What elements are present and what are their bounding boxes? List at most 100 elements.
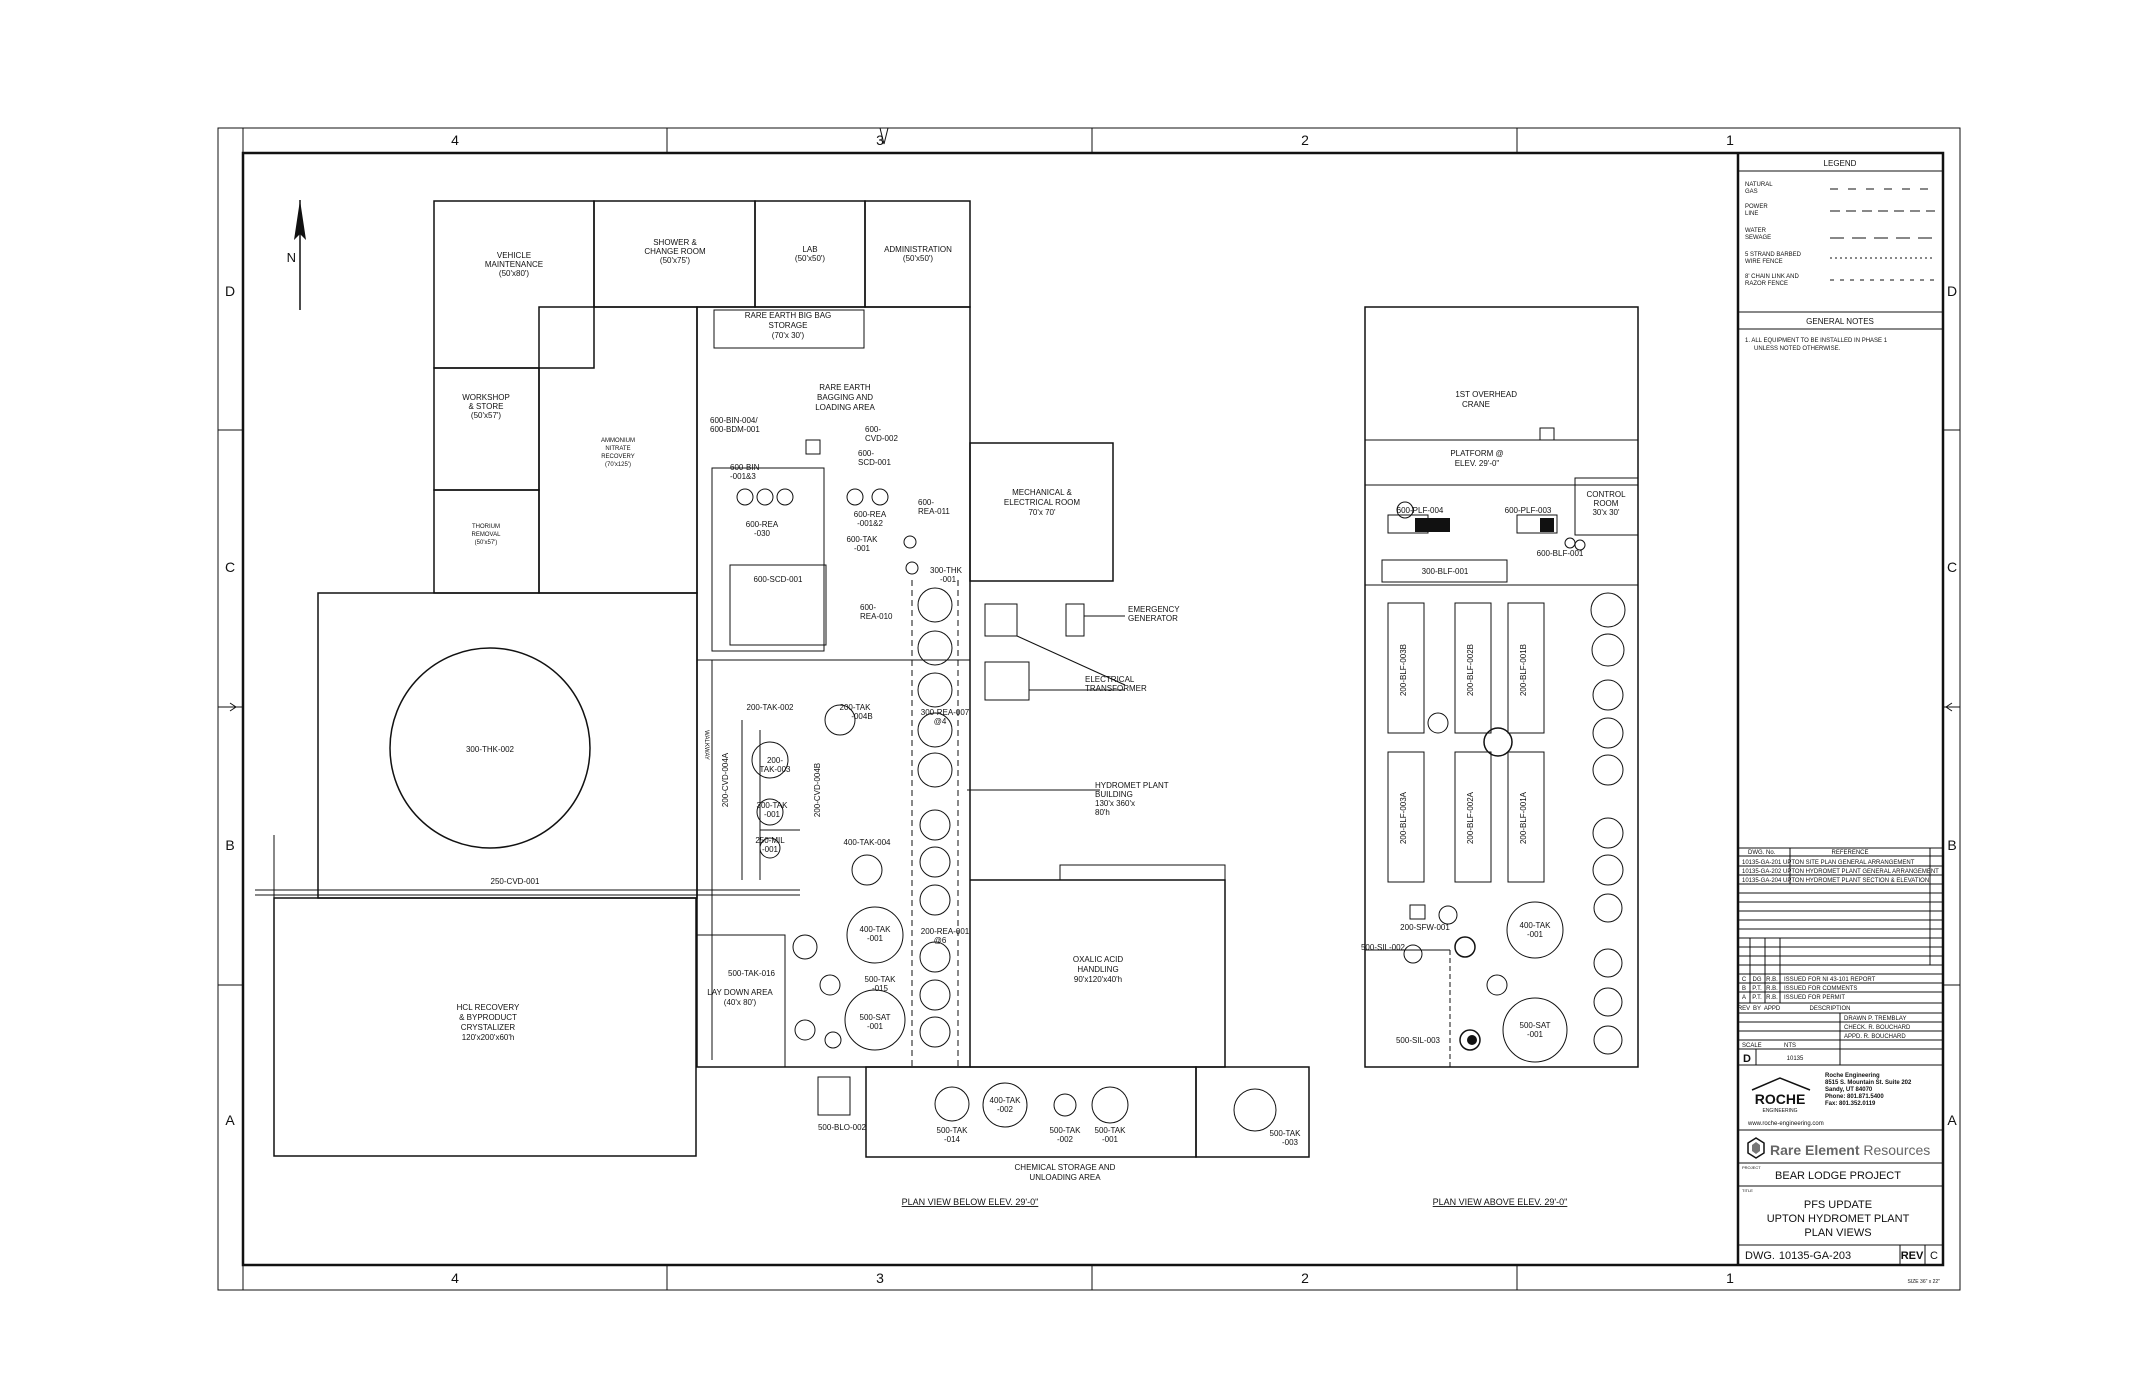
room-label: (50'x57') (471, 411, 502, 420)
equipment-label: -003 (1282, 1138, 1299, 1147)
approval-row: APPD. R. BOUCHARD (1844, 1034, 1906, 1040)
room-label: STORAGE (769, 321, 808, 330)
rev-label: REV (1901, 1250, 1924, 1262)
room-label: 30'x 30' (1592, 508, 1620, 517)
equipment-label: 300-BLF-001 (1422, 567, 1469, 576)
rev-cell: R.B. (1766, 986, 1778, 992)
plan-above-caption: PLAN VIEW ABOVE ELEV. 29'-0" (1433, 1197, 1568, 1207)
room-label: (70'x125') (605, 462, 631, 468)
company-address: 8515 S. Mountain St. Suite 202 (1825, 1080, 1912, 1086)
equipment-label: 600- (865, 425, 881, 434)
equipment-label: 200-REA-001 (921, 927, 970, 936)
room-label: CHEMICAL STORAGE AND (1015, 1163, 1116, 1172)
equipment-label: -001 (762, 845, 779, 854)
equipment-label: 200-TAK (840, 703, 872, 712)
rev-cell: ISSUED FOR NI 43-101 REPORT (1784, 977, 1876, 983)
rev-header: APPD (1764, 1006, 1781, 1012)
drawing-title: PLAN VIEWS (1804, 1227, 1871, 1239)
plan-below-caption: PLAN VIEW BELOW ELEV. 29'-0" (902, 1197, 1039, 1207)
svg-text:500-TAK-015: 500-TAK-015 (865, 975, 897, 993)
rev-cell: R.B. (1766, 977, 1778, 983)
room-label: BUILDING (1095, 790, 1133, 799)
ref-header: REFERENCE (1831, 850, 1868, 856)
equipment-label: -001 (1102, 1135, 1119, 1144)
legend-item-label: 5 STRAND BARBED (1745, 252, 1802, 258)
svg-text:200-TAK-004B: 200-TAK-004B (840, 703, 873, 721)
tank-column (917, 587, 953, 1048)
svg-text:300-TAK-001: 300-TAK-001 (757, 801, 789, 819)
project-name: BEAR LODGE PROJECT (1775, 1170, 1901, 1182)
svg-text:600-CVD-002: 600-CVD-002 (865, 425, 898, 443)
room-label: CRYSTALIZER (461, 1023, 516, 1032)
zone-col-label: 1 (1726, 132, 1734, 148)
rev-cell: A (1742, 995, 1746, 1001)
equipment-label: 600-TAK (847, 535, 879, 544)
svg-text:200-TAK-003: 200-TAK-003 (760, 756, 792, 774)
company-url: www.roche-engineering.com (1747, 1121, 1824, 1127)
svg-text:600-REA-010: 600-REA-010 (860, 603, 893, 621)
ref-header: DWG. No. (1748, 850, 1776, 856)
client-logo (1747, 1137, 1765, 1159)
client-name-suffix: Resources (1859, 1142, 1930, 1158)
rev-cell: DG (1753, 977, 1762, 983)
equipment-label: 250-MIL (755, 836, 785, 845)
svg-text:300-THK-001: 300-THK-001 (930, 566, 963, 584)
equipment-label: 500-BLO-002 (818, 1123, 867, 1132)
scale-value: NTS (1784, 1043, 1796, 1049)
zone-row-label: A (225, 1112, 235, 1128)
zone-row-label: D (1947, 283, 1957, 299)
room-label: AMMONIUM (601, 438, 635, 444)
equipment-label: -001&2 (857, 519, 883, 528)
ref-row: 10135-GA-202 UPTON HYDROMET PLANT GENERA… (1742, 869, 1939, 875)
room-label: OXALIC ACID (1073, 955, 1123, 964)
company-address: Phone: 801.871.5400 (1825, 1094, 1884, 1100)
rev-header: REV (1738, 1006, 1750, 1012)
room-label: 80'h (1095, 808, 1110, 817)
rev-value: C (1930, 1250, 1938, 1262)
room-label: GENERATOR (1128, 614, 1178, 623)
equipment-label: 600-PLF-004 (1397, 506, 1444, 515)
svg-text:400-TAK-002: 400-TAK-002 (990, 1096, 1022, 1114)
project-label: PROJECT (1742, 1165, 1761, 1170)
zone-row-label: A (1947, 1112, 1957, 1128)
equipment-label: 300-REA-007 (921, 708, 970, 717)
equipment-label: -001 (867, 1022, 884, 1031)
equipment-label: REA-011 (918, 507, 950, 516)
room-label: 120'x200'x60'h (462, 1033, 515, 1042)
zone-col-label: 2 (1301, 132, 1309, 148)
equipment-label: 400-TAK (1520, 921, 1552, 930)
plan-above (1364, 306, 1639, 1068)
equipment-label: -002 (997, 1105, 1014, 1114)
svg-text:PLATFORM @ELEV. 29'-0": PLATFORM @ELEV. 29'-0" (1450, 449, 1503, 468)
zone-row-label: B (1947, 837, 1956, 853)
company-sub: ENGINEERING (1762, 1108, 1797, 1114)
room-label: (70'x 30') (772, 331, 805, 340)
equipment-label: 600-REA (746, 520, 779, 529)
zone-row-label: C (225, 559, 235, 575)
legend-item-label: WIRE FENCE (1745, 259, 1783, 265)
room-label: (50'x50') (903, 254, 934, 263)
equipment-label: -001 (867, 934, 884, 943)
room-label: 90'x120'x40'h (1074, 975, 1122, 984)
room-label: ELECTRICAL ROOM (1004, 498, 1080, 507)
svg-text:400-TAK-001: 400-TAK-001 (1520, 921, 1552, 939)
sheet-footnote: SIZE 36" x 22" (1908, 1279, 1941, 1285)
legend-item-label: LINE (1745, 211, 1758, 217)
svg-text:500-TAK-014: 500-TAK-014 (937, 1126, 969, 1144)
equipment-label: 600-BLF-001 (1537, 549, 1584, 558)
svg-text:1. ALL EQUIPMENT TO BE INSTALL: 1. ALL EQUIPMENT TO BE INSTALLED IN PHAS… (1745, 338, 1888, 352)
north-label: N (287, 250, 296, 265)
legend-item-label: 8' CHAIN LINK AND (1745, 274, 1799, 280)
svg-text:Rare Element Resources: Rare Element Resources (1770, 1142, 1930, 1158)
zone-col-label: 4 (451, 132, 459, 148)
note-line: UNLESS NOTED OTHERWISE. (1754, 346, 1841, 352)
